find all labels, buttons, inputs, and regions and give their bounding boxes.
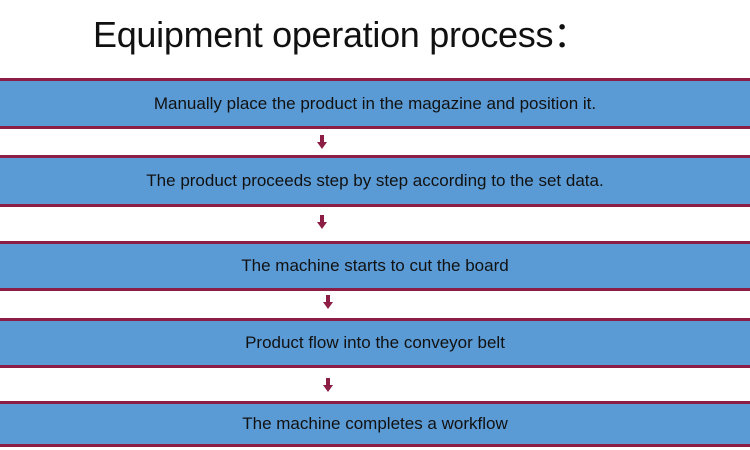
process-step-1: Manually place the product in the magazi… [0,78,750,129]
process-step-3: The machine starts to cut the board [0,241,750,291]
step-label: Manually place the product in the magazi… [153,93,597,113]
down-arrow-icon [323,378,333,392]
process-step-5: The machine completes a workflow [0,401,750,447]
page-title: Equipment operation process： [93,14,589,55]
step-label: The machine completes a workflow [242,414,508,433]
process-step-4: Product flow into the conveyor belt [0,318,750,368]
step-label: The product proceeds step by step accord… [146,171,604,190]
step-label: The machine starts to cut the board [241,256,509,275]
down-arrow-icon [323,295,333,309]
step-label: Product flow into the conveyor belt [245,333,505,352]
down-arrow-icon [317,135,327,149]
down-arrow-icon [317,215,327,229]
process-step-2: The product proceeds step by step accord… [0,155,750,207]
